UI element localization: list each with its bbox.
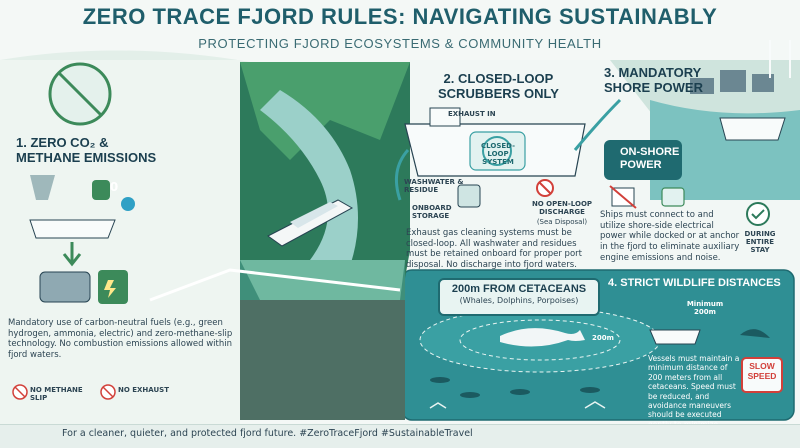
section4-heading: 4. STRICT WILDLIFE DISTANCES: [608, 277, 781, 289]
slow-speed-line1: SLOW: [749, 361, 775, 371]
slow-speed-line2: SPEED: [747, 370, 777, 381]
shore-power-badge-line1: ON-SHORE: [620, 146, 680, 158]
shore-power-badge-line2: POWER: [620, 158, 662, 171]
closed-loop-label: CLOSED-LOOP SYSTEM: [481, 142, 515, 167]
section1-heading-line1: 1. ZERO CO₂ &: [16, 135, 109, 150]
section3-heading: 3. MANDATORY SHORE POWER: [604, 65, 703, 96]
cetacean-banner-title: 200m FROM CETACEANS: [451, 283, 587, 295]
cetacean-banner-sub: (Whales, Dolphins, Porpoises): [459, 295, 579, 305]
badge-no-methane-slip: NO METHANE SLIP: [30, 386, 83, 403]
exhaust-label: EXHAUST IN: [448, 110, 496, 118]
minimum-distance-label: Minimum 200m: [686, 300, 724, 317]
discharge-label: NO OPEN-LOOP DISCHARGE: [531, 200, 593, 217]
discharge-sub: (Sea Disposal): [536, 218, 588, 226]
shore-power-badge: ON-SHORE POWER: [620, 146, 679, 171]
section3-heading-line2: SHORE POWER: [604, 79, 703, 95]
section1-heading: 1. ZERO CO₂ & METHANE EMISSIONS: [16, 135, 157, 166]
storage-label: ONBOARD STORAGE: [412, 204, 452, 221]
cetacean-banner: 200m FROM CETACEANS (Whales, Dolphins, P…: [438, 278, 600, 316]
footer-text: For a cleaner, quieter, and protected fj…: [62, 428, 473, 439]
entire-stay-label: DURING ENTIRE STAY: [744, 230, 776, 255]
section2-body: Exhaust gas cleaning systems must be clo…: [406, 228, 582, 270]
page-title: ZERO TRACE FJORD RULES: NAVIGATING SUSTA…: [82, 4, 718, 29]
section2-heading-line2: SCRUBBERS ONLY: [438, 85, 559, 101]
washwater-label: WASHWATER & RESIDUE: [404, 178, 464, 195]
section1-body: Mandatory use of carbon-neutral fuels (e…: [8, 318, 233, 360]
zero-glyph: 0: [109, 180, 119, 194]
page-subtitle: PROTECTING FJORD ECOSYSTEMS & COMMUNITY …: [198, 36, 602, 51]
slow-speed-sign: SLOW SPEED: [742, 361, 782, 382]
section3-heading-line1: 3. MANDATORY: [604, 65, 702, 80]
footer-bar: [0, 424, 800, 448]
section3-body: Ships must connect to and utilize shore-…: [600, 210, 740, 263]
section2-heading: 2. CLOSED-LOOP SCRUBBERS ONLY: [438, 71, 559, 102]
ring-label: 200m: [592, 334, 614, 342]
section2-heading-line1: 2. CLOSED-LOOP: [443, 71, 554, 86]
badge-no-exhaust: NO EXHAUST: [118, 386, 169, 394]
section1-heading-line2: METHANE EMISSIONS: [16, 149, 157, 165]
